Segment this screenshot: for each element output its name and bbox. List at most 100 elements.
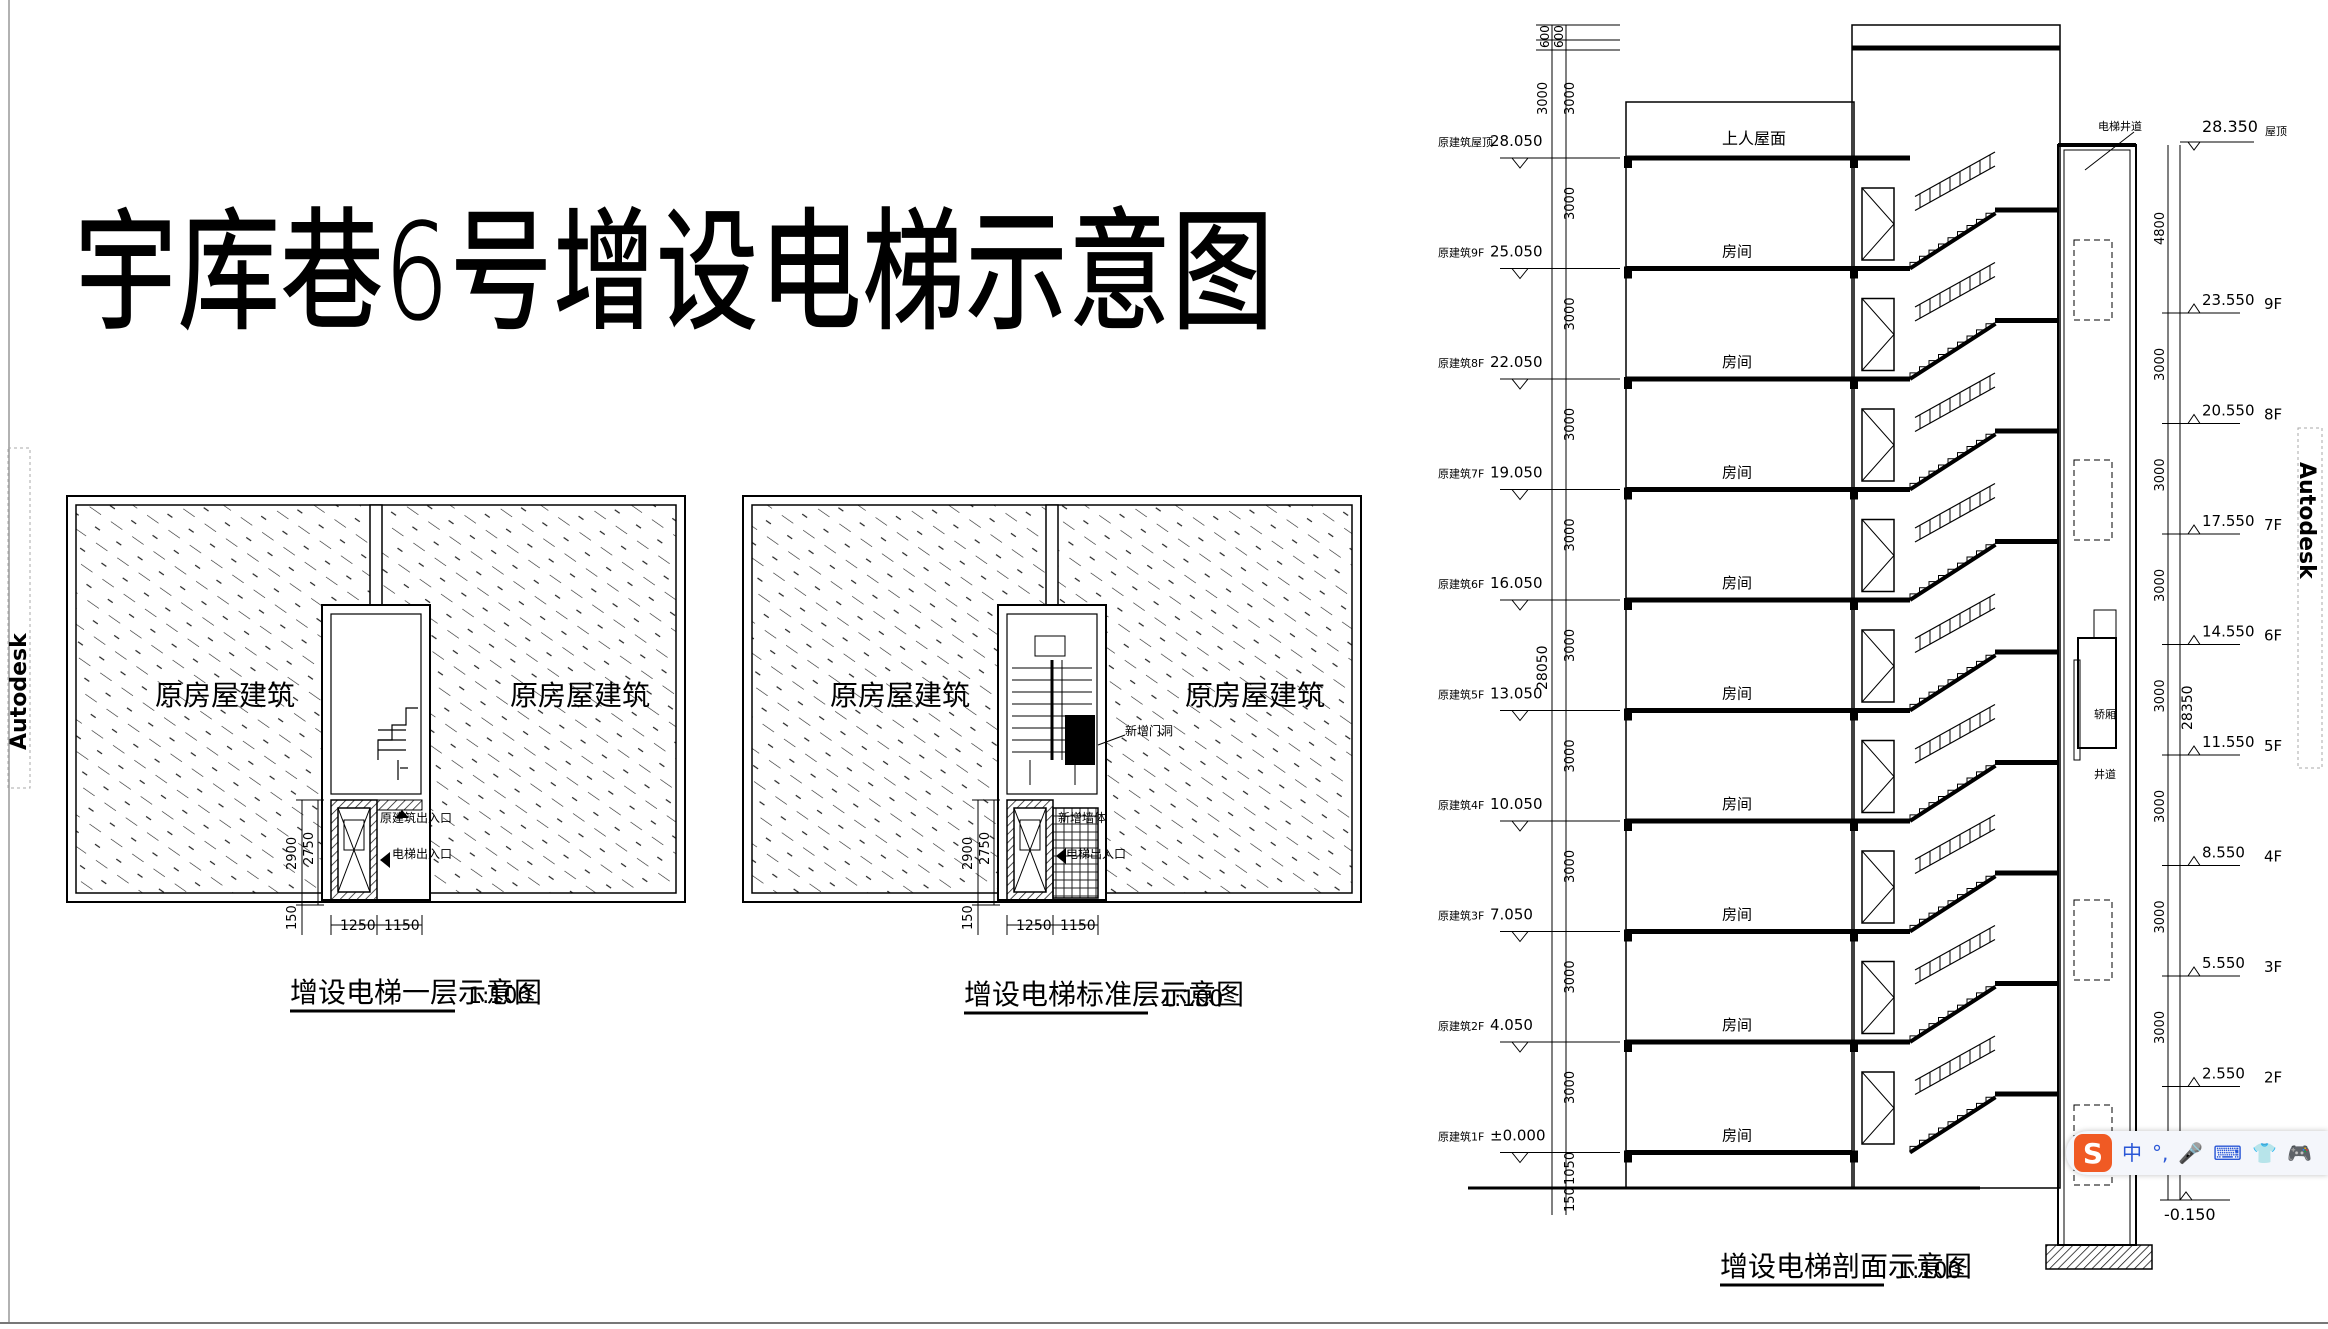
right-level-marker: [2187, 413, 2201, 424]
door: [1861, 408, 1895, 482]
left-level-elev: 10.050: [1490, 795, 1543, 813]
handrail: [1914, 372, 1996, 419]
stair-steps: [1909, 875, 1996, 932]
handrail: [1914, 703, 1996, 750]
door-swing: [1861, 519, 1895, 592]
dim-3000: 3000: [1563, 518, 1578, 551]
right-level-marker: [2187, 1076, 2201, 1087]
left-level-elev: 16.050: [1490, 574, 1543, 592]
plan1-note-original-exit: 原建筑出入口: [380, 810, 452, 825]
slab-support: [1850, 1150, 1858, 1163]
dim-3000: 3000: [1563, 408, 1578, 441]
left-level-elev: 25.050: [1490, 243, 1543, 261]
door: [1861, 850, 1895, 924]
left-level-tag: 原建筑5F: [1438, 688, 1484, 702]
section-roof-terrace: 上人屋面: [1722, 129, 1786, 148]
section-roof-tag: 屋顶: [2265, 125, 2287, 138]
watermark-left-box: [7, 447, 31, 789]
section-dim-150: 150: [1563, 1187, 1578, 1212]
slab-support: [1624, 819, 1632, 831]
watermark-right: Autodesk: [2294, 462, 2319, 580]
slab-support: [1624, 929, 1632, 942]
handrail: [1914, 261, 1996, 308]
dim-3000: 3000: [1563, 739, 1578, 772]
room-label: 房间: [1722, 795, 1752, 813]
dim-3000-right: 3000: [2153, 1011, 2168, 1044]
right-level-floor: 8F: [2264, 406, 2282, 424]
slab-support: [1624, 377, 1632, 389]
stair-flight: [1908, 985, 1997, 1044]
handrail: [1914, 496, 1996, 543]
door-swing: [1861, 961, 1895, 1034]
right-level-floor: 2F: [2264, 1069, 2282, 1087]
right-level-floor: 6F: [2264, 627, 2282, 645]
plan1-note-elevator-exit: 电梯出入口: [392, 847, 452, 861]
handrail: [1914, 1049, 1996, 1096]
dim-3000: 3000: [1563, 960, 1578, 993]
ime-toolbar[interactable]: S 中 °, 🎤 ⌨ 👕 🎮: [2066, 1131, 2328, 1175]
section-car-label: 轿厢: [2094, 707, 2116, 721]
level-marker: [1510, 931, 1530, 943]
ime-punctuation-toggle[interactable]: °,: [2152, 1141, 2169, 1165]
door-swing: [1861, 1071, 1895, 1145]
ime-game-icon[interactable]: 🎮: [2287, 1141, 2312, 1165]
plan2-note-new-door: 新增门洞: [1125, 723, 1173, 738]
left-level-tag: 原建筑7F: [1438, 467, 1484, 481]
stair-flight: [1908, 211, 1997, 271]
door-swing: [1861, 298, 1895, 371]
section-well-label: 井道: [2094, 767, 2116, 781]
left-level-elev: ±0.000: [1490, 1127, 1546, 1145]
plan1-dim-2900: 2900: [285, 837, 300, 870]
door: [1861, 739, 1895, 814]
ime-language-toggle[interactable]: 中: [2122, 1141, 2142, 1165]
left-level-tag: 原建筑3F: [1438, 909, 1484, 923]
slab-support: [1850, 708, 1858, 721]
door-swing: [1861, 740, 1895, 813]
right-level-floor: 9F: [2264, 295, 2282, 313]
ime-keyboard-icon[interactable]: ⌨: [2213, 1141, 2243, 1165]
plan2-note-new-wall: 新增墙体: [1058, 810, 1106, 825]
room-label: 房间: [1722, 1016, 1752, 1034]
dim-3000: 3000: [1563, 1071, 1578, 1104]
section-top-elev: 28.350: [2202, 117, 2258, 136]
door: [1861, 629, 1895, 703]
plan1-dim-1150: 1150: [384, 918, 420, 934]
right-level-marker: [2187, 855, 2201, 866]
dim-3000: 3000: [1563, 850, 1578, 883]
stair-steps: [1909, 986, 1996, 1042]
room-label: 房间: [1722, 685, 1752, 703]
section-dim-1050: 1050: [1563, 1152, 1578, 1185]
right-level-elev: 20.550: [2202, 402, 2255, 420]
sogou-logo-icon[interactable]: S: [2074, 1134, 2112, 1172]
section-dim-3000-top2: 3000: [1563, 82, 1578, 115]
watermark-left: Autodesk: [7, 632, 32, 750]
handrail: [1914, 814, 1996, 861]
stair-flight: [1908, 432, 1997, 492]
ime-skin-icon[interactable]: 👕: [2252, 1141, 2278, 1165]
ime-mic-icon[interactable]: 🎤: [2178, 1141, 2204, 1165]
level-marker: [1510, 1152, 1530, 1164]
right-level-elev: 5.550: [2202, 954, 2245, 972]
right-level-elev: 14.550: [2202, 623, 2255, 641]
handrail: [1914, 151, 1996, 198]
left-level-elev: 13.050: [1490, 685, 1543, 703]
drawing-title: 宇库巷6号增设电梯示意图: [75, 196, 1275, 350]
stair-flight: [1908, 764, 1997, 823]
stair-steps: [1909, 765, 1996, 821]
slab-support: [1850, 929, 1858, 942]
plan2-dim-150: 150: [961, 905, 976, 930]
left-level-elev: 19.050: [1490, 464, 1543, 482]
stair-steps: [1909, 544, 1996, 600]
room-label: 房间: [1722, 353, 1752, 371]
right-level-elev: 11.550: [2202, 733, 2255, 751]
door: [1861, 518, 1895, 593]
slab-support: [1624, 156, 1632, 168]
door: [1861, 297, 1895, 372]
plan1-right-room: 原房屋建筑: [510, 679, 650, 712]
slab-support: [1624, 1150, 1632, 1163]
plan1-left-room: 原房屋建筑: [155, 679, 295, 712]
plan2-right-room: 原房屋建筑: [1185, 679, 1325, 712]
left-level-elev: 4.050: [1490, 1016, 1533, 1034]
left-level-tag: 原建筑屋顶: [1438, 135, 1493, 149]
handrail: [1914, 1035, 1996, 1082]
